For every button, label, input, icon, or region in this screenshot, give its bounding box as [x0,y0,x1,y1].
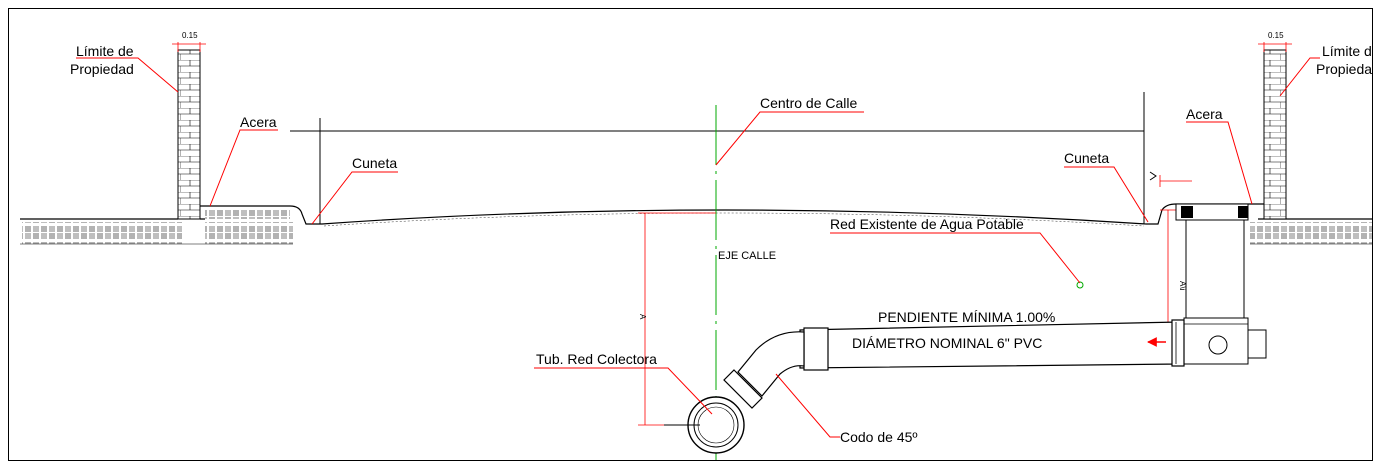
collector-pipe [664,396,745,454]
leader-cuneta-right [1064,166,1149,223]
leader-limite-right [1279,57,1320,97]
sidewalk-left [200,205,322,225]
property-wall-right [1263,49,1287,220]
leader-cuneta-left [311,171,398,225]
label-limite-left-1: Límite de [76,43,134,59]
leader-codo [775,373,840,438]
depth-dimension-a: A [638,212,716,426]
ground-line-right [1250,218,1373,245]
curb-dimension [1149,171,1192,187]
leader-acera-right [1186,121,1253,205]
label-codo: Codo de 45º [840,429,918,445]
label-limite-right-2: Propieda [1316,61,1372,77]
label-cuneta-right: Cuneta [1064,150,1109,166]
wall-dimension-right-text: 0.15 [1268,31,1284,40]
leader-acera-left [209,129,278,207]
depth-dimension-ai-text: A\i [1178,281,1187,291]
leader-limite-left [76,57,179,93]
label-acera-right: Acera [1186,106,1223,122]
water-main-marker [1076,281,1084,289]
wall-dimension-left-text: 0.15 [182,31,198,40]
road-surface [321,209,1147,225]
leader-tub-red [534,367,713,415]
label-red-agua: Red Existente de Agua Potable [830,216,1024,232]
label-pendiente: PENDIENTE MÍNIMA 1.00% [878,309,1055,325]
label-cuneta-left: Cuneta [352,155,397,171]
property-wall-left [177,49,201,220]
label-centro-calle: Centro de Calle [760,95,857,111]
leader-centro-calle [715,111,864,166]
label-limite-left-2: Propiedad [70,61,134,77]
label-eje-calle: EJE CALLE [718,250,776,262]
ground-line-left [20,218,293,245]
inspection-chamber [1175,203,1267,365]
lateral-pipe [799,319,1185,371]
label-acera-left: Acera [240,114,277,130]
label-tub-red: Tub. Red Colectora [536,351,657,367]
wall-dimension-right: 0.15 [1258,31,1292,52]
depth-dimension-a-text: A [638,314,647,320]
label-diametro: DIÁMETRO NOMINAL 6" PVC [852,335,1042,351]
wall-dimension-left: 0.15 [172,31,206,52]
label-limite-right-1: Límite d [1322,43,1372,59]
elbow-45 [723,331,805,409]
leader-red-agua [830,232,1081,284]
